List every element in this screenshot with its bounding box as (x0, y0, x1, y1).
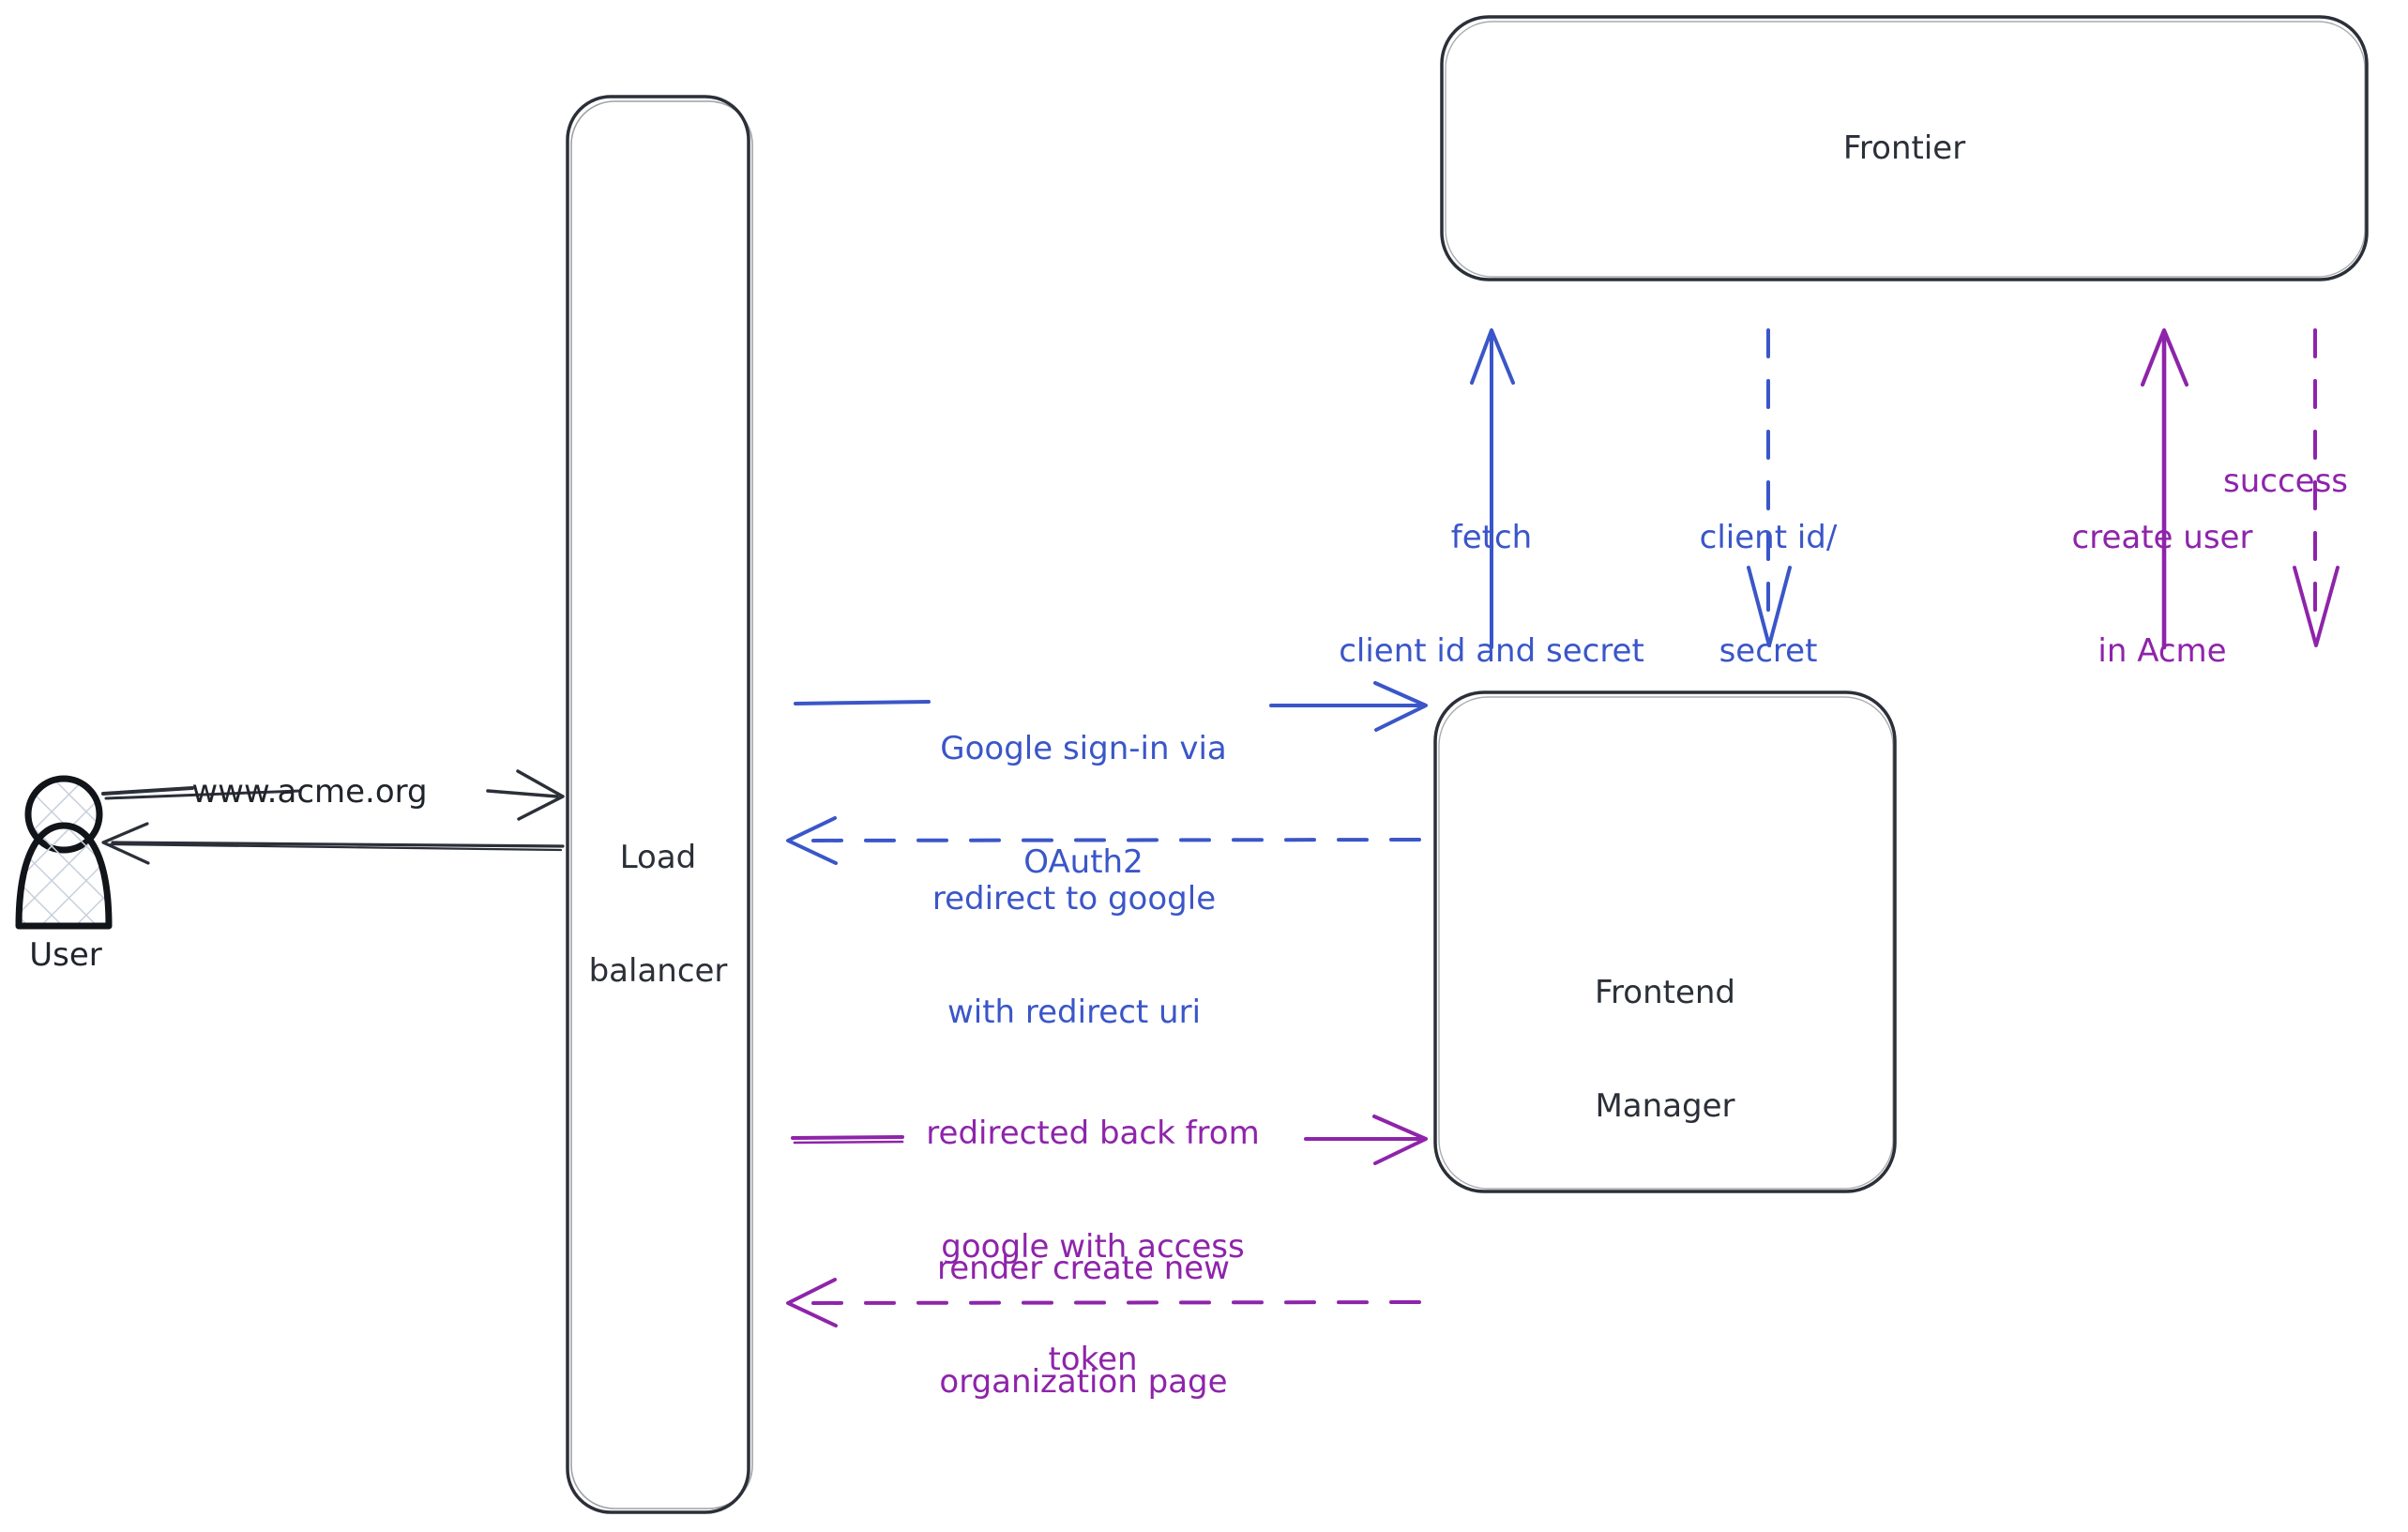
redirect-to-google-label-line-2: with redirect uri (947, 993, 1202, 1031)
load-balancer-label-line-1: Load (619, 839, 697, 877)
node-load-balancer[interactable] (566, 95, 753, 1514)
client-id-secret-label-line-2: secret (1719, 631, 1818, 670)
edge-label-redirect-to-google: redirect to google with redirect uri (877, 805, 1271, 1106)
node-frontend-manager[interactable] (1433, 690, 1897, 1193)
edge-label-render-create-organization-page: render create new organization page (877, 1175, 1290, 1476)
redirected-back-label-line-3: token (1048, 1340, 1138, 1378)
edge-label-www-acme-org: www.acme.org (191, 773, 428, 811)
redirected-back-label-line-2: google with access (941, 1227, 1245, 1266)
edge-success-response (2293, 328, 2340, 647)
user-node-label: User (29, 936, 102, 974)
load-balancer-node-label: Load balancer (568, 764, 749, 1065)
frontier-node-label: Frontier (1842, 129, 1966, 167)
edge-render-create-organization-page (786, 1278, 1421, 1327)
edge-fetch-client-id-and-secret (1470, 328, 1515, 649)
load-balancer-label-line-2: balancer (588, 951, 728, 990)
create-user-label-line-2: in Acme (2098, 631, 2227, 670)
frontend-manager-label-line-2: Manager (1595, 1086, 1735, 1125)
redirected-back-label-line-1: redirected back from (926, 1115, 1260, 1153)
fetch-creds-label-line-2: client id and secret (1339, 631, 1644, 670)
user-person-icon (15, 775, 113, 930)
redirect-to-google-label-line-1: redirect to google (931, 880, 1217, 918)
edge-load-balancer-to-user (101, 822, 565, 865)
edge-label-google-signin-oauth2: Google sign-in via OAuth2 (896, 655, 1271, 956)
edge-google-signin-oauth2 (794, 681, 1428, 732)
edge-user-to-load-balancer (101, 769, 565, 821)
fetch-creds-label-line-1: fetch (1450, 519, 1533, 557)
edge-redirect-to-google (786, 816, 1421, 865)
edge-label-fetch-client-id-and-secret: fetch client id and secret (1266, 444, 1717, 745)
edge-label-success: success (2223, 463, 2348, 500)
frontend-manager-node-label: Frontend Manager (1435, 899, 1895, 1200)
google-signin-label-line-2: OAuth2 (1023, 842, 1143, 881)
edge-client-id-secret-response (1747, 328, 1792, 647)
node-frontier[interactable] (1440, 15, 2369, 281)
frontend-manager-label-line-1: Frontend (1594, 974, 1736, 1012)
edge-label-create-user-in-acme: create user in Acme (2026, 444, 2298, 745)
render-create-label-line-2: organization page (939, 1362, 1228, 1401)
create-user-label-line-1: create user (2071, 519, 2253, 557)
render-create-label-line-1: render create new (937, 1250, 1230, 1288)
edge-redirected-back-access-token (791, 1115, 1428, 1165)
edge-label-redirected-back-access-token: redirected back from google with access … (877, 1039, 1309, 1453)
client-id-secret-label-line-1: client id/ (1699, 519, 1838, 557)
edge-create-user-in-acme (2140, 327, 2189, 650)
edge-label-client-id-secret: client id/ secret (1660, 444, 1876, 745)
google-signin-label-line-1: Google sign-in via (940, 730, 1227, 768)
